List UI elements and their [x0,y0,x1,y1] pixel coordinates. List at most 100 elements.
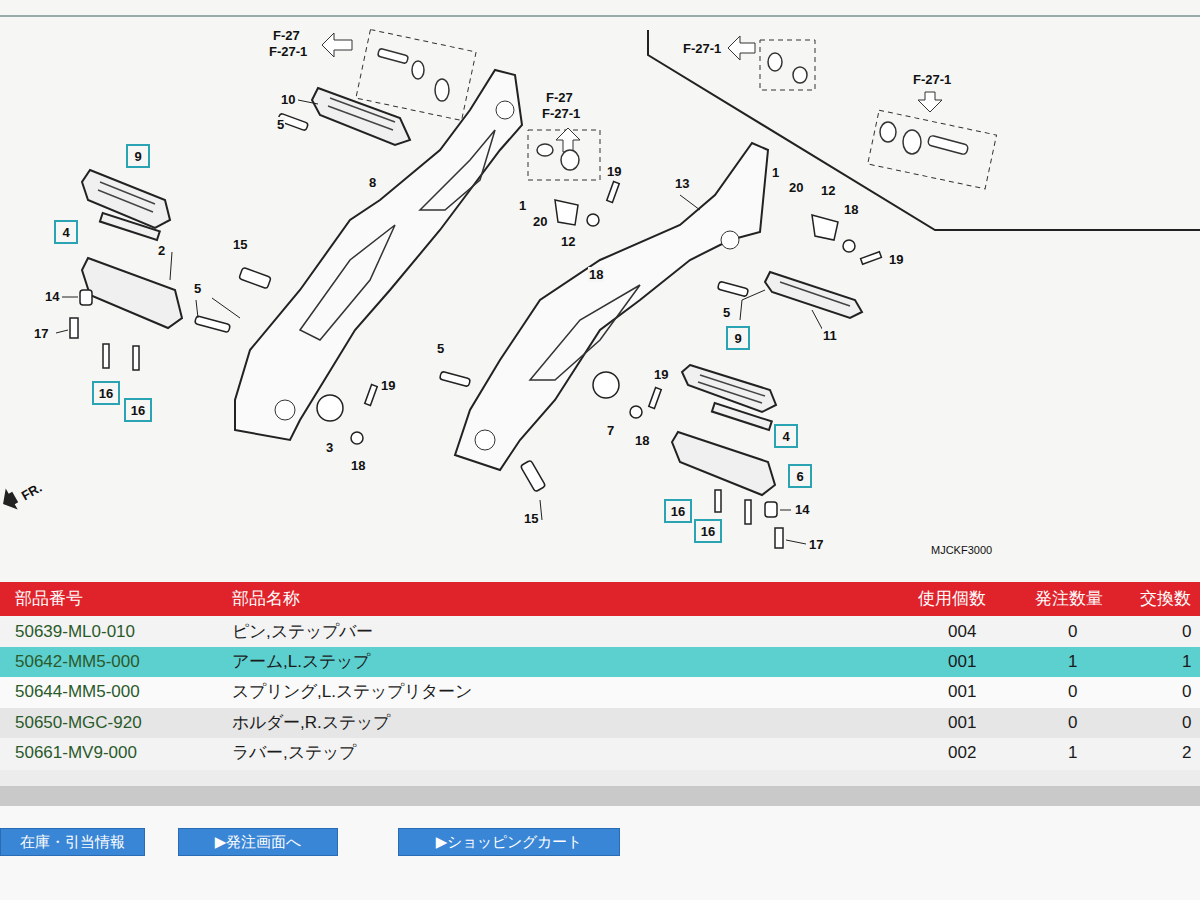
figure-reference: F-27-1 [541,106,581,121]
boxed-callout: 16 [664,499,692,523]
callout-number: 4 [62,225,69,240]
figure-reference: F-27-1 [912,72,952,87]
callout-number: 18 [350,458,366,473]
quantity-used: 001 [948,712,976,734]
quantity-used: 002 [948,742,976,764]
callout-number: 13 [674,176,690,191]
bracket-hole [475,430,495,450]
boxed-callout: 6 [788,464,812,488]
nav-button: ▶ショッピングカート [398,828,620,856]
callout-number: 20 [532,214,548,229]
scrollbar [0,786,1200,806]
callout-number: 14 [794,502,810,517]
boxed-callout: 16 [124,398,152,422]
table-header: 使用個数 [918,588,986,610]
boxed-callout: 4 [774,424,798,448]
order-quantity: 0 [1068,621,1077,643]
order-quantity: 0 [1068,712,1077,734]
callout-number: 2 [157,243,166,258]
part-name: スプリング,L.ステップリターン [232,681,472,703]
callout-number: 6 [796,469,803,484]
callout-number: 9 [734,331,741,346]
button-label: ▶発注画面へ [215,833,302,852]
callout-number: 18 [588,267,604,282]
table-row [0,738,1200,770]
part-name: アーム,L.ステップ [232,651,370,673]
exchange-quantity: 0 [1182,712,1191,734]
callout-number: 15 [523,511,539,526]
button-label: 在庫・引当情報 [20,833,125,852]
figure-reference: F-27 [272,28,301,43]
quantity-used: 001 [948,651,976,673]
direction-arrow [322,33,352,57]
detail-group [356,30,476,121]
nav-button: 在庫・引当情報 [0,828,145,856]
callout-number: 17 [808,537,824,552]
callout-number: 8 [368,175,377,190]
part-number: 50644-MM5-000 [15,681,140,703]
exchange-quantity: 2 [1182,742,1191,764]
bracket-hole [721,231,739,249]
part-name: ピン,ステップバー [232,621,373,643]
callout-number: 1 [771,165,780,180]
callout-number: 14 [44,289,60,304]
table-header: 発注数量 [1035,588,1103,610]
figure-reference: F-27-1 [682,41,722,56]
table-row-selected [0,647,1200,677]
detail-group [760,40,815,90]
step-bracket [235,70,522,440]
part-number: 50642-MM5-000 [15,651,140,673]
table-header: 交換数 [1140,588,1191,610]
callout-number: 3 [325,440,334,455]
callout-number: 19 [380,378,396,393]
boxed-callout: 16 [694,519,722,543]
callout-number: 4 [782,429,789,444]
callout-number: 5 [193,281,202,296]
quantity-used: 001 [948,681,976,703]
bracket-hole [275,400,295,420]
quantity-used: 004 [948,621,976,643]
direction-arrow [728,36,755,60]
bracket-cutout [420,130,495,210]
foot-peg [82,88,862,495]
table-header: 部品名称 [232,588,300,610]
boxed-callout: 16 [92,381,120,405]
callout-number: 5 [436,341,445,356]
exchange-quantity: 0 [1182,621,1191,643]
callout-number: 16 [99,386,113,401]
boxed-callout: 9 [126,144,150,168]
table-row [0,677,1200,708]
callout-number: 5 [276,117,285,132]
callout-number: 17 [33,326,49,341]
figure-reference: F-27-1 [268,44,308,59]
callout-number: 16 [671,504,685,519]
callout-number: 18 [843,202,859,217]
callout-number: 18 [634,433,650,448]
callout-number: 5 [722,305,731,320]
table-row [0,617,1200,647]
callout-number: 1 [518,198,527,213]
callout-number: 10 [280,92,296,107]
callout-number: 9 [134,149,141,164]
callout-number: 19 [606,164,622,179]
leader-line [56,100,827,544]
step-bracket [455,143,768,470]
bracket-cutout [300,225,395,340]
callout-number: 12 [820,183,836,198]
order-quantity: 1 [1068,651,1077,673]
callout-number: 16 [701,524,715,539]
bracket-cutout [530,285,640,380]
boxed-callout: 9 [726,326,750,350]
figure-code: MJCKF3000 [930,543,993,558]
table-row [0,770,1200,786]
detail-group [868,110,997,189]
callout-number: 7 [606,423,615,438]
order-quantity: 0 [1068,681,1077,703]
direction-arrow [918,92,942,112]
order-quantity: 1 [1068,742,1077,764]
screen-edge [0,15,1200,17]
callout-number: 11 [822,328,838,343]
callout-number: 12 [560,234,576,249]
table-row [0,708,1200,738]
table-header: 部品番号 [15,588,83,610]
